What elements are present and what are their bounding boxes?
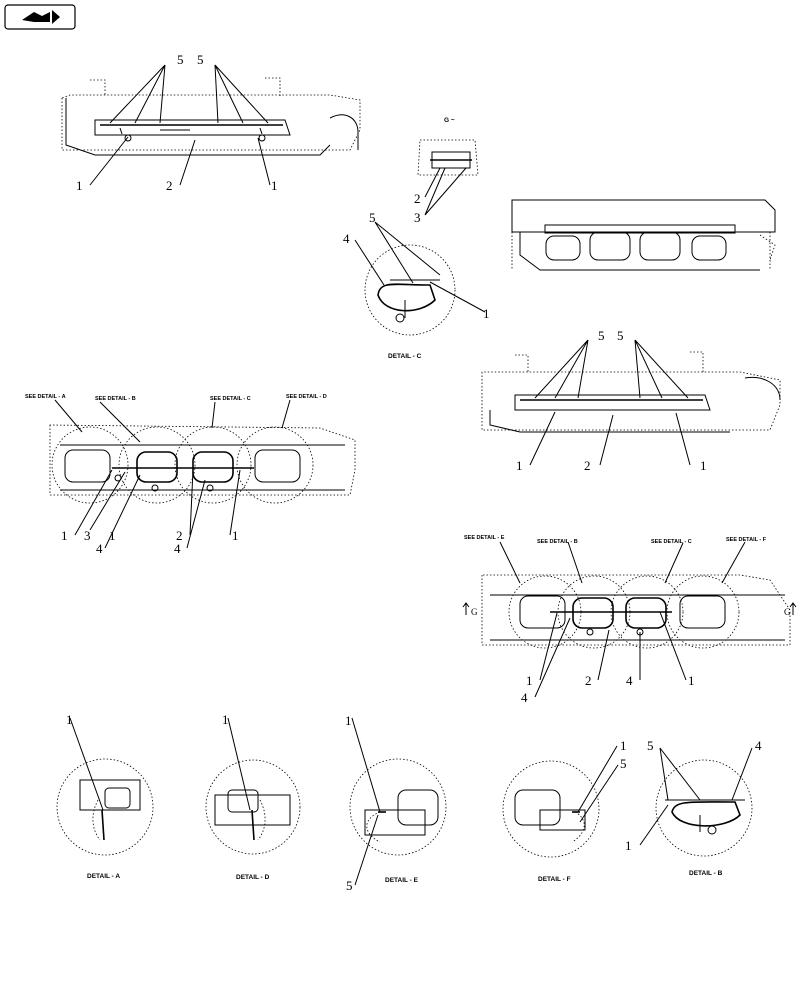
callout-1: 1 — [76, 178, 83, 193]
callout-5: 5 — [620, 756, 627, 771]
callout-1: 1 — [483, 306, 490, 321]
callout-1: 1 — [61, 528, 68, 543]
view-top-left-assembly: 5 5 1 2 1 — [61, 52, 361, 193]
callout-4: 4 — [174, 541, 181, 556]
callout-1: 1 — [688, 673, 695, 688]
callout-1: 1 — [526, 673, 533, 688]
callout-2: 2 — [176, 528, 183, 543]
see-detail-c: SEE DETAIL - C — [651, 539, 692, 545]
callout-5: 5 — [647, 738, 654, 753]
callout-1: 1 — [232, 528, 239, 543]
callout-5: 5 — [598, 328, 605, 343]
view-g-arrow-left: G — [471, 607, 478, 617]
callout-2: 2 — [414, 191, 421, 206]
see-detail-b: SEE DETAIL - B — [537, 539, 578, 545]
callout-5: 5 — [617, 328, 624, 343]
callout-1: 1 — [109, 528, 116, 543]
view-mid-left-assembly: SEE DETAIL - A SEE DETAIL - B SEE DETAIL… — [25, 394, 356, 556]
detail-a-title: DETAIL - A — [87, 873, 120, 880]
see-detail-f: SEE DETAIL - F — [726, 537, 767, 543]
callout-4: 4 — [755, 738, 762, 753]
callout-3: 3 — [84, 528, 91, 543]
callout-1: 1 — [345, 713, 352, 728]
view-rear-assembly — [511, 199, 776, 271]
callout-4: 4 — [343, 231, 350, 246]
next-page-arrow-icon — [22, 10, 60, 24]
callout-2: 2 — [584, 458, 591, 473]
see-detail-a: SEE DETAIL - A — [25, 394, 66, 400]
callout-5: 5 — [369, 210, 376, 225]
detail-f: 1 5 DETAIL - F — [502, 738, 627, 883]
callout-5: 5 — [197, 52, 204, 67]
callout-5: 5 — [177, 52, 184, 67]
callout-4: 4 — [521, 690, 528, 705]
detail-f-title: DETAIL - F — [538, 876, 571, 883]
callout-5: 5 — [346, 878, 353, 893]
callout-2: 2 — [585, 673, 592, 688]
callout-1: 1 — [625, 838, 632, 853]
callout-4: 4 — [626, 673, 633, 688]
detail-d: 1 DETAIL - D — [205, 712, 301, 881]
view-g-title: G ~ — [444, 117, 455, 124]
detail-c-title: DETAIL - C — [388, 353, 422, 360]
view-mid-right-assembly: 5 5 1 2 1 — [481, 328, 781, 473]
detail-b-title: DETAIL - B — [689, 870, 723, 877]
view-g: G ~ 2 3 — [414, 117, 479, 225]
view-lower-right-assembly: G G SEE DETAIL - E SEE DETAIL - B SEE DE… — [462, 535, 797, 705]
callout-1: 1 — [700, 458, 707, 473]
callout-4: 4 — [96, 541, 103, 556]
callout-1: 1 — [271, 178, 278, 193]
callout-3: 3 — [414, 210, 421, 225]
detail-d-title: DETAIL - D — [236, 874, 270, 881]
detail-e-title: DETAIL - E — [385, 877, 419, 884]
see-detail-b: SEE DETAIL - B — [95, 396, 136, 402]
next-page-button[interactable] — [4, 4, 76, 30]
detail-c-upper: 4 5 1 DETAIL - C — [343, 210, 490, 360]
detail-e: 1 5 DETAIL - E — [345, 713, 447, 893]
callout-1: 1 — [66, 712, 73, 727]
detail-b: 5 4 1 DETAIL - B — [625, 738, 762, 877]
callout-1: 1 — [222, 712, 229, 727]
callout-1: 1 — [620, 738, 627, 753]
see-detail-d: SEE DETAIL - D — [286, 394, 327, 400]
see-detail-c: SEE DETAIL - C — [210, 396, 251, 402]
callout-2: 2 — [166, 178, 173, 193]
see-detail-e: SEE DETAIL - E — [464, 535, 505, 541]
detail-a: 1 DETAIL - A — [56, 712, 154, 880]
view-g-arrow-right: G — [784, 607, 791, 617]
callout-1: 1 — [516, 458, 523, 473]
